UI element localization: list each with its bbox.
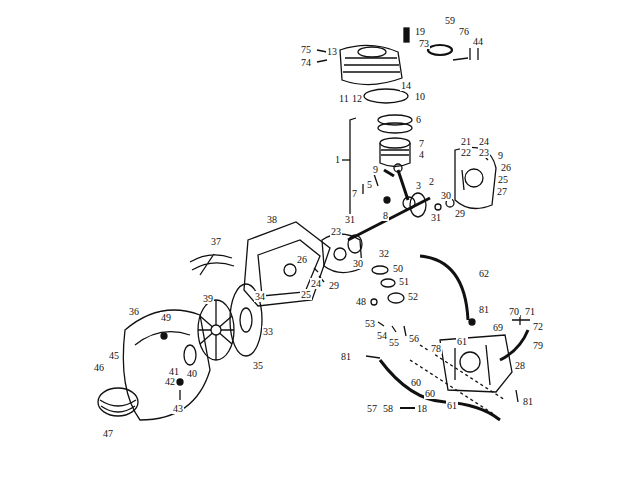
callout-number: 34 (254, 291, 266, 302)
callout-number: 9 (497, 150, 504, 161)
callout-number: 70 (508, 306, 520, 317)
callout-number: 28 (514, 360, 526, 371)
callout-number: 54 (376, 330, 388, 341)
callout-number: 25 (497, 174, 509, 185)
callout-number: 74 (300, 57, 312, 68)
callout-number: 35 (252, 360, 264, 371)
callout-number: 25 (300, 289, 312, 300)
callout-number: 12 (351, 93, 363, 104)
callout-number: 9 (372, 164, 379, 175)
callout-number: 24 (478, 136, 490, 147)
callout-number: 58 (382, 403, 394, 414)
callout-number: 26 (500, 162, 512, 173)
callout-number: 4 (418, 149, 425, 160)
callout-number: 47 (102, 428, 114, 439)
callout-number: 56 (408, 333, 420, 344)
callout-number: 18 (416, 403, 428, 414)
callout-number: 44 (472, 36, 484, 47)
callout-number: 40 (186, 368, 198, 379)
callout-number: 31 (344, 214, 356, 225)
callout-number: 76 (458, 26, 470, 37)
callout-number: 71 (524, 306, 536, 317)
callout-number: 21 (460, 136, 472, 147)
callout-number: 60 (424, 388, 436, 399)
callout-number: 5 (366, 179, 373, 190)
callout-number: 46 (93, 362, 105, 373)
callout-number: 6 (415, 114, 422, 125)
callout-number: 50 (392, 263, 404, 274)
callout-number: 60 (410, 377, 422, 388)
callout-number: 69 (492, 322, 504, 333)
callout-number: 36 (128, 306, 140, 317)
callout-number: 52 (407, 291, 419, 302)
callout-number: 29 (454, 208, 466, 219)
callout-number: 43 (172, 403, 184, 414)
callout-number: 7 (351, 188, 358, 199)
callout-number: 10 (414, 91, 426, 102)
callout-number: 79 (532, 340, 544, 351)
callout-number: 13 (326, 46, 338, 57)
callout-number: 11 (338, 93, 350, 104)
callout-number: 29 (328, 280, 340, 291)
callout-number: 59 (444, 15, 456, 26)
callout-number: 38 (266, 214, 278, 225)
callout-number: 1 (334, 154, 341, 165)
callout-number: 31 (430, 212, 442, 223)
callout-number: 81 (478, 304, 490, 315)
callout-number: 55 (388, 337, 400, 348)
callout-number: 32 (378, 248, 390, 259)
callout-number: 45 (108, 350, 120, 361)
callout-number: 3 (415, 180, 422, 191)
callout-number: 62 (478, 268, 490, 279)
callout-number: 49 (160, 312, 172, 323)
callout-number: 27 (496, 186, 508, 197)
callout-number: 42 (164, 376, 176, 387)
callout-number: 24 (310, 278, 322, 289)
callout-number: 2 (428, 176, 435, 187)
callout-number: 75 (300, 44, 312, 55)
callout-number: 8 (382, 210, 389, 221)
callout-number: 72 (532, 321, 544, 332)
callout-number: 37 (210, 236, 222, 247)
callout-number: 81 (522, 396, 534, 407)
callout-number: 48 (355, 296, 367, 307)
callout-number: 81 (340, 351, 352, 362)
callout-number: 57 (366, 403, 378, 414)
callout-number: 78 (430, 343, 442, 354)
callout-number: 14 (400, 80, 412, 91)
callout-number: 26 (296, 254, 308, 265)
callout-number: 23 (478, 147, 490, 158)
callout-number: 23 (330, 226, 342, 237)
callout-number: 30 (440, 190, 452, 201)
callout-number: 51 (398, 276, 410, 287)
callout-number: 33 (262, 326, 274, 337)
callout-number: 19 (414, 26, 426, 37)
callout-number: 61 (456, 336, 468, 347)
callout-number: 61 (446, 400, 458, 411)
callout-number: 39 (202, 293, 214, 304)
callout-number: 22 (460, 147, 472, 158)
callout-number: 73 (418, 38, 430, 49)
callout-number: 53 (364, 318, 376, 329)
callout-number: 30 (352, 258, 364, 269)
callout-number: 7 (418, 138, 425, 149)
